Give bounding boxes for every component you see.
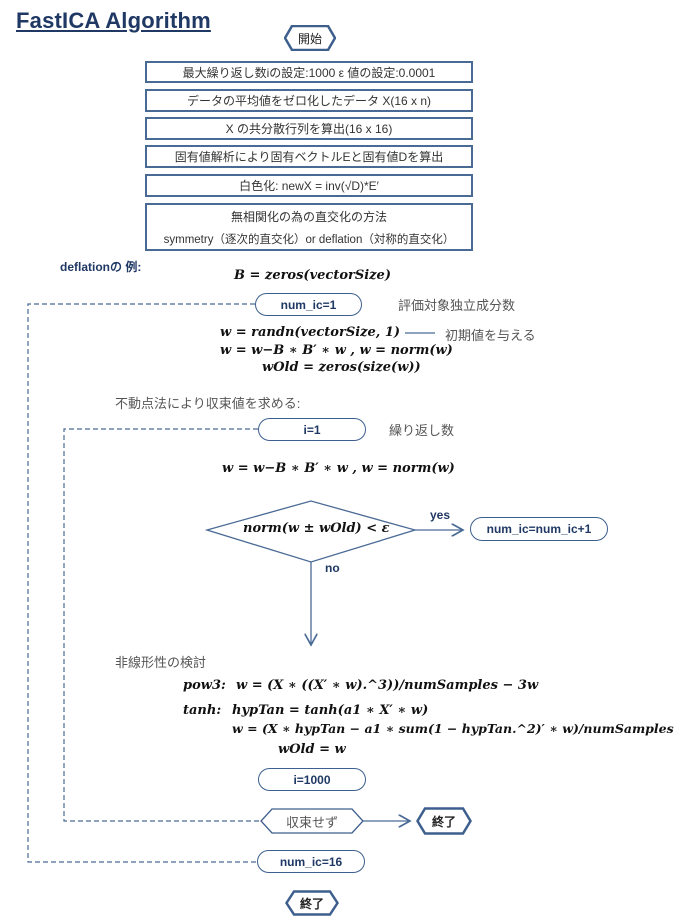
- end-label-2: 終了: [299, 896, 324, 911]
- not-converged-terminal: 収束せず: [260, 808, 364, 834]
- page-title: FastICA Algorithm: [16, 8, 211, 33]
- num-ic-end: num_ic=16: [257, 850, 365, 873]
- i-end: i=1000: [258, 768, 366, 791]
- step-text: 白色化: newX = inv(√D)*E′: [239, 179, 379, 193]
- w-orth-eq-2: w = w−B ∗ B′ ∗ w , w = norm(w): [222, 461, 455, 476]
- tanh-eq1: hypTan = tanh(a1 ∗ X′ ∗ w): [232, 703, 429, 718]
- orth-line2: symmetry（逐次的直交化）or deflation（対称的直交化）: [163, 233, 455, 246]
- w-init-eq: w = randn(vectorSize, 1): [220, 325, 401, 340]
- step-zero-mean: データの平均値をゼロ化したデータ X(16 x n): [145, 89, 473, 112]
- outer-loop-line: [27, 303, 257, 863]
- step-iteration-settings: 最大繰り返し数iの設定:1000 ε 値の設定:0.0001: [145, 61, 473, 83]
- fixed-point-label: 不動点法により収束値を求める:: [115, 396, 301, 411]
- tanh-eq2: w = (X ∗ hypTan − a1 ∗ sum(1 − hypTan.^2…: [232, 721, 674, 736]
- b-init-eq: B = zeros(vectorSize): [234, 268, 391, 283]
- i-start: i=1: [258, 418, 366, 441]
- condition-text: norm(w ± wOld) < ε: [243, 521, 390, 536]
- num-ic-start: num_ic=1: [255, 293, 362, 316]
- step-text: データの平均値をゼロ化したデータ X(16 x n): [186, 94, 432, 108]
- i-note: 繰り返し数: [389, 423, 455, 438]
- step-text: 固有値解析により固有ベクトルEと固有値Dを算出: [174, 150, 444, 164]
- step-text: 最大繰り返し数iの設定:1000 ε 値の設定:0.0001: [182, 65, 436, 80]
- num-ic-increment: num_ic=num_ic+1: [470, 517, 608, 541]
- not-converged-label: 収束せず: [285, 814, 338, 830]
- pow3-eq: w = (X ∗ ((X′ ∗ w).^3))/numSamples − 3w: [236, 678, 539, 693]
- wold-init-eq: wOld = zeros(size(w)): [262, 360, 421, 375]
- w-orth-eq: w = w−B ∗ B′ ∗ w , w = norm(w): [220, 343, 453, 358]
- end-terminal-2: 終了: [285, 890, 339, 916]
- end-terminal-1: 終了: [416, 807, 472, 835]
- no-label: no: [325, 561, 340, 575]
- wold-update-eq: wOld = w: [278, 742, 346, 757]
- nonlinear-label: 非線形性の検討: [115, 655, 207, 670]
- inner-loop-line: [63, 428, 262, 822]
- pow3-name: pow3:: [183, 678, 226, 693]
- deflation-label: deflationの 例:: [60, 260, 142, 274]
- tanh-name: tanh:: [183, 703, 222, 718]
- step-orthogonalization: 無相関化の為の直交化の方法 symmetry（逐次的直交化）or deflati…: [145, 203, 473, 251]
- start-label: 開始: [297, 31, 322, 46]
- step-text: X の共分散行列を算出(16 x 16): [225, 122, 393, 136]
- num-ic-note: 評価対象独立成分数: [398, 298, 516, 313]
- step-eigen: 固有値解析により固有ベクトルEと固有値Dを算出: [145, 145, 473, 168]
- end-label-1: 終了: [431, 814, 456, 829]
- step-covariance: X の共分散行列を算出(16 x 16): [145, 117, 473, 140]
- orth-line1: 無相関化の為の直交化の方法: [230, 209, 387, 224]
- yes-label: yes: [430, 508, 451, 522]
- step-whitening: 白色化: newX = inv(√D)*E′: [145, 174, 473, 197]
- w-init-note: 初期値を与える: [445, 328, 536, 343]
- start-terminal: 開始: [284, 25, 336, 51]
